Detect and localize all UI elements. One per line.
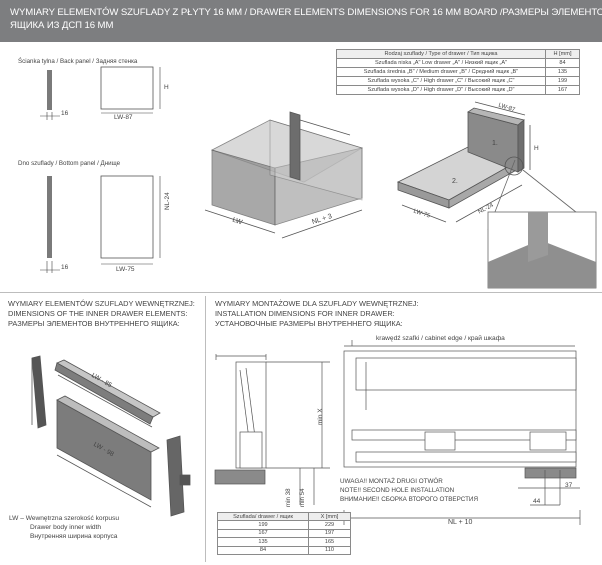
table-header-cell: Szuflada/ drawer / ящик bbox=[217, 511, 309, 522]
bottom-panel-dim-w: LW-75 bbox=[116, 266, 135, 273]
column-divider bbox=[205, 296, 206, 562]
mount-title-pl: WYMIARY MONTAŻOWE DLA SZUFLADY WEWNĘTRZN… bbox=[215, 299, 419, 308]
legend-lw-en: Drawer body inner width bbox=[30, 524, 102, 531]
table-header-cell: H [mm] bbox=[545, 49, 580, 59]
back-panel-dim-h: H bbox=[164, 84, 169, 91]
board-dim-h: H bbox=[534, 145, 539, 152]
dim-37: 37 bbox=[565, 482, 573, 489]
table-cell: 135 bbox=[217, 537, 309, 547]
drawer-type-table: Rodzaj szuflady / Type of drawer / Тип я… bbox=[336, 49, 580, 95]
inner-title-ru: РАЗМЕРЫ ЭЛЕМЕНТОВ ВНУТРЕННЕГО ЯЩИКА: bbox=[8, 319, 180, 328]
note-ru: ВНИМАНИЕ!! СБОРКА ВТОРОГО ОТВЕРСТИЯ bbox=[340, 496, 478, 503]
table-cell: 167 bbox=[545, 85, 580, 95]
back-panel-dim-thick: 16 bbox=[61, 110, 69, 117]
table-cell: 84 bbox=[545, 58, 580, 68]
boards-3d bbox=[396, 101, 597, 289]
table-row: Szuflada wysoka „D" / High drawer „D" / … bbox=[336, 85, 580, 95]
dim-nl10: NL + 10 bbox=[448, 519, 473, 526]
header-line-2: ЯЩИКА ИЗ ДСП 16 ММ bbox=[10, 20, 114, 31]
table-cell: Szuflada wysoka „C" / High drawer „C" / … bbox=[336, 76, 546, 86]
table-header-row: Rodzaj szuflady / Type of drawer / Тип я… bbox=[336, 49, 580, 59]
table-row: Szuflada wysoka „C" / High drawer „C" / … bbox=[336, 76, 580, 86]
section-divider bbox=[0, 292, 602, 293]
back-panel-face bbox=[100, 66, 154, 110]
mount-title-en: INSTALLATION DIMENSIONS FOR INNER DRAWER… bbox=[215, 309, 395, 318]
bottom-panel-face bbox=[100, 175, 154, 259]
back-panel-caption: Ścianka tylna / Back panel / Задняя стен… bbox=[18, 58, 138, 65]
bottom-panel-dim-thick: 16 bbox=[61, 264, 69, 271]
table-cell: Szuflada niska „A" Low drawer „A" / Низк… bbox=[336, 58, 546, 68]
table-cell: 167 bbox=[217, 528, 309, 539]
bottom-panel-dim-h: NL-24 bbox=[164, 192, 171, 210]
dim-min-38: min 38 bbox=[285, 488, 292, 507]
drawer-box-3d bbox=[204, 111, 363, 239]
header-line-1: WYMIARY ELEMENTÓW SZUFLADY Z PŁYTY 16 MM… bbox=[10, 7, 602, 18]
board-label-2: 2. bbox=[452, 178, 458, 185]
table-header-cell: X [mm] bbox=[308, 511, 351, 522]
dim-min-54: min 54 bbox=[299, 488, 306, 507]
table-cell: 197 bbox=[308, 528, 351, 539]
note-en: NOTE!! SECOND HOLE INSTALLATION bbox=[340, 487, 455, 494]
table-cell: 165 bbox=[308, 537, 351, 547]
table-row: 199 229 bbox=[217, 520, 351, 530]
board-label-1: 1. bbox=[492, 140, 498, 147]
dim-min-x: min X bbox=[317, 408, 324, 425]
table-cell: 135 bbox=[545, 67, 580, 77]
inner-title-pl: WYMIARY ELEMENTÓW SZUFLADY WEWNĘTRZNEJ: bbox=[8, 299, 195, 308]
page-header: WYMIARY ELEMENTÓW SZUFLADY Z PŁYTY 16 MM… bbox=[0, 0, 602, 42]
cabinet-edge-label: krawędź szafki / cabinet edge / край шка… bbox=[376, 335, 505, 342]
table-row: Szuflada niska „A" Low drawer „A" / Низк… bbox=[336, 58, 580, 68]
table-cell: 84 bbox=[217, 545, 309, 555]
table-cell: Szuflada wysoka „D" / High drawer „D" / … bbox=[336, 85, 546, 95]
table-cell: 199 bbox=[217, 520, 309, 530]
table-cell: 199 bbox=[545, 76, 580, 86]
inner-drawer-3d bbox=[31, 355, 191, 517]
back-panel-dim-w: LW-87 bbox=[114, 114, 133, 121]
front-install-drawing bbox=[343, 340, 581, 525]
inner-title-en: DIMENSIONS OF THE INNER DRAWER ELEMENTS: bbox=[8, 309, 188, 318]
mount-title-ru: УСТАНОВОЧНЫЕ РАЗМЕРЫ ВНУТРЕННЕГО ЯЩИКА: bbox=[215, 319, 403, 328]
table-row: 84 110 bbox=[217, 545, 351, 555]
table-header-cell: Rodzaj szuflady / Type of drawer / Тип я… bbox=[336, 49, 546, 59]
table-cell: 110 bbox=[308, 545, 351, 555]
back-panel-edge bbox=[47, 70, 52, 110]
table-header-row: Szuflada/ drawer / ящик X [mm] bbox=[217, 511, 351, 522]
table-row: Szuflada średnia „B" / Medium drawer „B"… bbox=[336, 67, 580, 77]
table-row: 135 165 bbox=[217, 537, 351, 547]
x-dimension-table: Szuflada/ drawer / ящик X [mm] 199 229 1… bbox=[217, 511, 351, 555]
table-row: 167 197 bbox=[217, 528, 351, 539]
table-cell: 229 bbox=[308, 520, 351, 530]
dim-44: 44 bbox=[533, 498, 541, 505]
bottom-panel-edge bbox=[47, 176, 52, 258]
note-pl: UWAGA!! MONTAŻ DRUGI OTWÓR bbox=[340, 478, 443, 485]
legend-lw-ru: Внутренняя ширина корпуса bbox=[30, 533, 118, 540]
bottom-panel-caption: Dno szuflady / Bottom panel / Днище bbox=[18, 160, 121, 167]
table-cell: Szuflada średnia „B" / Medium drawer „B"… bbox=[336, 67, 546, 77]
legend-lw-pl: LW – Wewnętrzna szerokość korpusu bbox=[9, 515, 120, 522]
side-install-drawing bbox=[214, 354, 330, 505]
